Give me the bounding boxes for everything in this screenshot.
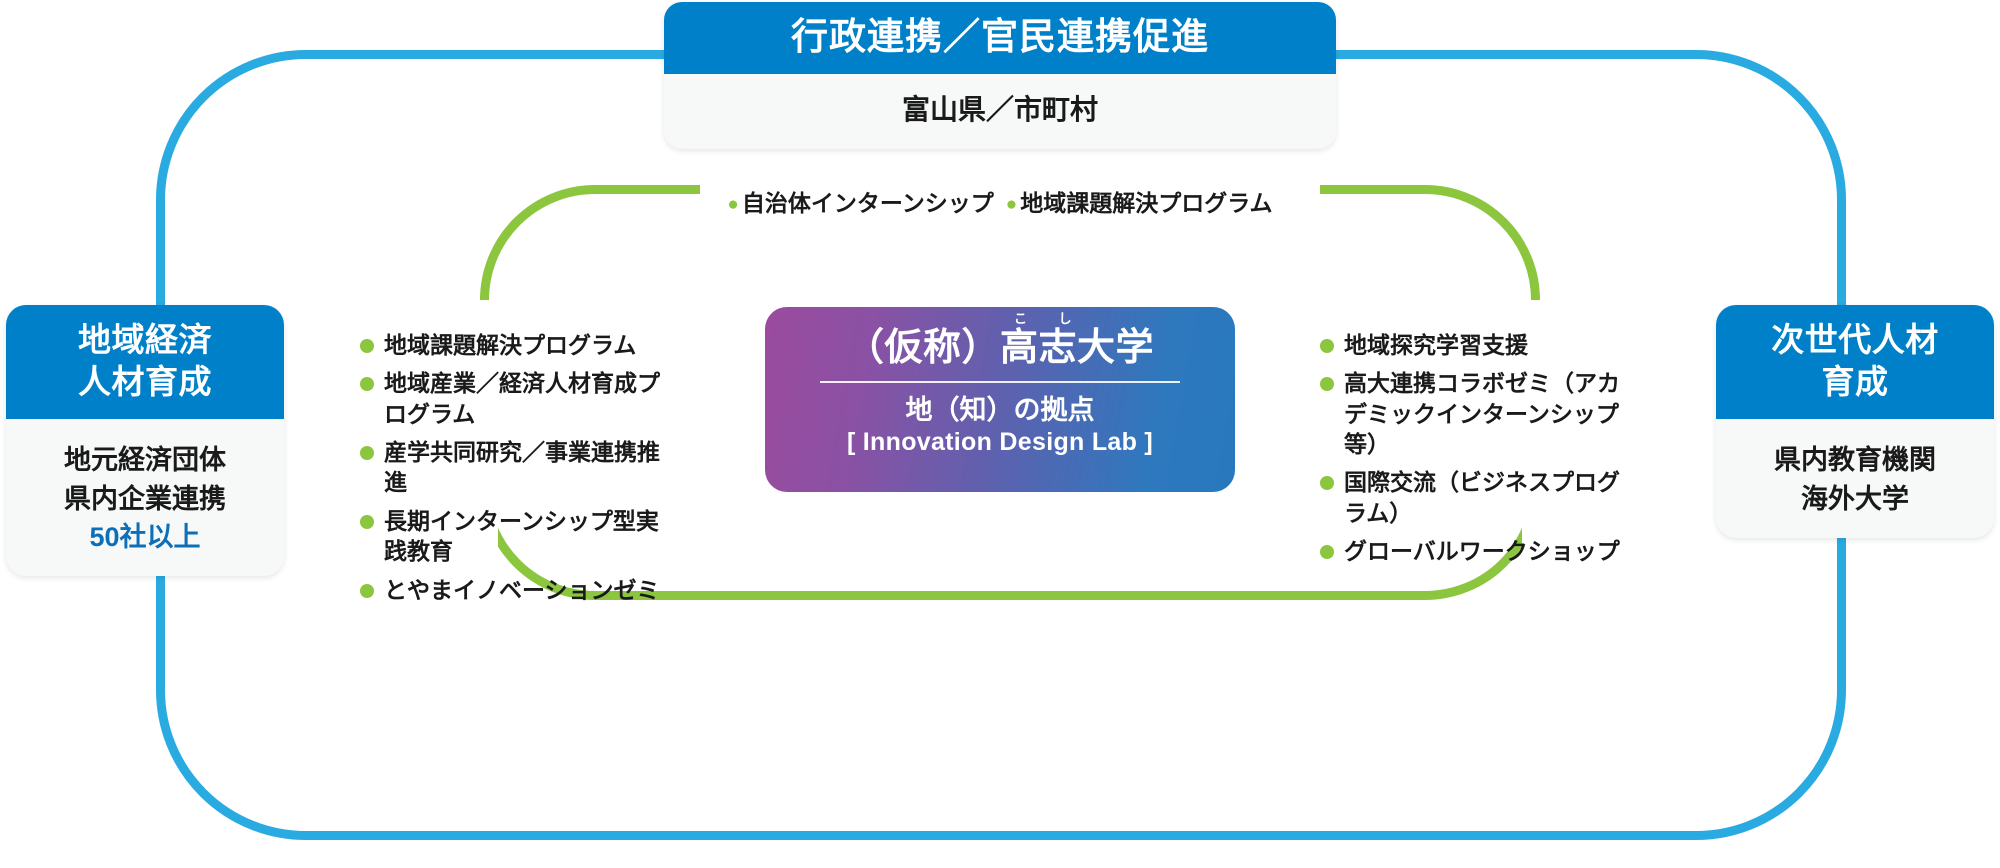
left-card-title-line2: 人材育成 xyxy=(78,363,212,401)
left-card-regional-economy: 地域経済 人材育成 地元経済団体 県内企業連携 50社以上 xyxy=(6,305,284,577)
left-card-body: 地元経済団体 県内企業連携 50社以上 xyxy=(6,419,284,576)
right-card-title-line2: 育成 xyxy=(1821,363,1889,401)
hub-ruby-text: こ し xyxy=(1013,311,1086,326)
left-card-body-line2: 県内企業連携 xyxy=(64,483,226,514)
right-bullet-list: 地域探究学習支援 高大連携コラボゼミ（アカデミックインターンシップ等） 国際交流… xyxy=(1318,330,1640,575)
right-card-body-line1: 県内教育機関 xyxy=(1774,445,1936,476)
right-card-body-line2: 海外大学 xyxy=(1801,483,1909,514)
right-bullet-item: グローバルワークショップ xyxy=(1318,536,1640,566)
right-bullet-item: 国際交流（ビジネスプログラム） xyxy=(1318,467,1640,528)
hub-title: （仮称）こ し高志大学 xyxy=(765,312,1235,369)
left-bullet-item: 産学共同研究／事業連携推進 xyxy=(358,437,678,498)
left-bullet-item: 長期インターンシップ型実践教育 xyxy=(358,506,678,567)
right-card-title: 次世代人材 育成 xyxy=(1716,305,1994,420)
green-frame-left-gap xyxy=(472,300,498,600)
right-bullet-item: 高大連携コラボゼミ（アカデミックインターンシップ等） xyxy=(1318,368,1640,459)
left-bullet-item: 地域産業／経済人材育成プログラム xyxy=(358,368,678,429)
hub-title-ruby-base: 高志 xyxy=(999,327,1077,369)
right-card-title-line1: 次世代人材 xyxy=(1771,321,1939,358)
left-card-body-line3: 50社以上 xyxy=(89,522,201,553)
right-card-body: 県内教育機関 海外大学 xyxy=(1716,419,1994,538)
hub-title-ruby-group: こ し高志 xyxy=(999,312,1077,369)
left-bullet-item: とやまイノベーションゼミ xyxy=(358,575,678,605)
right-bullet-item: 地域探究学習支援 xyxy=(1318,330,1640,360)
hub-divider xyxy=(820,381,1180,383)
left-card-title-line1: 地域経済 xyxy=(78,321,212,358)
top-bullet-list: 自治体インターンシップ地域課題解決プログラム xyxy=(0,190,2000,218)
top-card-title: 行政連携／官民連携促進 xyxy=(664,2,1336,75)
left-card-title: 地域経済 人材育成 xyxy=(6,305,284,420)
top-card-body: 富山県／市町村 xyxy=(901,94,1098,126)
right-card-next-gen-talent: 次世代人材 育成 県内教育機関 海外大学 xyxy=(1716,305,1994,539)
top-card-government-partnership: 行政連携／官民連携促進 富山県／市町村 xyxy=(664,2,1336,150)
top-bullet-item: 自治体インターンシップ xyxy=(727,190,994,218)
center-hub-university: （仮称）こ し高志大学 地（知）の拠点 [ Innovation Design … xyxy=(765,307,1235,492)
left-bullet-item: 地域課題解決プログラム xyxy=(358,330,678,360)
hub-subtitle-jp: 地（知）の拠点 xyxy=(905,395,1095,425)
green-frame-right-gap xyxy=(1522,300,1548,600)
left-card-body-line1: 地元経済団体 xyxy=(64,445,226,476)
hub-title-suffix: 大学 xyxy=(1077,327,1155,369)
left-bullet-list: 地域課題解決プログラム 地域産業／経済人材育成プログラム 産学共同研究／事業連携… xyxy=(358,330,678,613)
hub-subtitle-en: [ Innovation Design Lab ] xyxy=(846,428,1154,457)
top-bullet-item: 地域課題解決プログラム xyxy=(1006,190,1272,218)
hub-title-prefix: （仮称） xyxy=(845,327,1000,369)
